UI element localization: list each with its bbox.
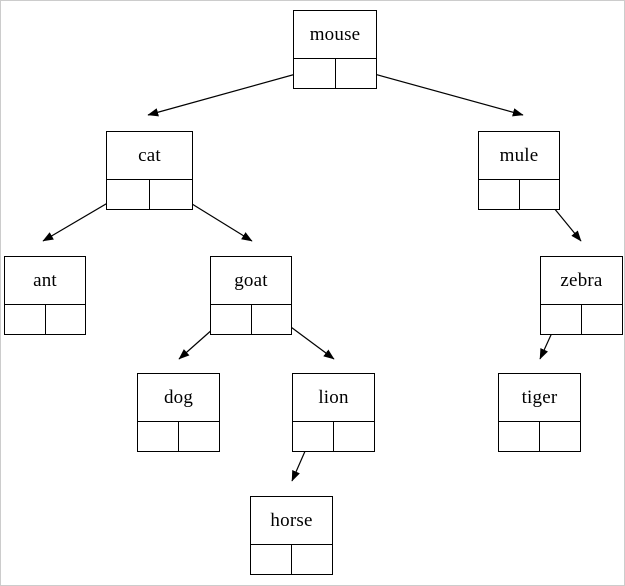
node-pointers-ant [5,305,85,334]
node-pointers-cat [107,180,192,209]
node-pointers-mule [479,180,559,209]
node-pointers-zebra [541,305,622,334]
node-label-mouse: mouse [294,11,376,59]
node-pointers-tiger [499,422,580,451]
left-pointer-cell-horse[interactable] [251,545,292,574]
left-pointer-cell-goat[interactable] [211,305,252,334]
left-pointer-cell-zebra[interactable] [541,305,582,334]
node-pointers-goat [211,305,291,334]
node-label-tiger: tiger [499,374,580,422]
left-pointer-cell-mule[interactable] [479,180,520,209]
edge-mouse-to-mule [355,68,524,117]
right-pointer-cell-mule[interactable] [520,180,560,209]
right-pointer-cell-lion[interactable] [334,422,374,451]
tree-node-lion[interactable]: lion [292,373,375,452]
left-pointer-cell-cat[interactable] [107,180,150,209]
node-pointers-lion [293,422,374,451]
tree-node-mule[interactable]: mule [478,131,560,210]
tree-node-goat[interactable]: goat [210,256,292,335]
node-label-goat: goat [211,257,291,305]
right-pointer-cell-ant[interactable] [46,305,86,334]
tree-node-tiger[interactable]: tiger [498,373,581,452]
node-label-lion: lion [293,374,374,422]
node-label-ant: ant [5,257,85,305]
node-pointers-horse [251,545,332,574]
left-pointer-cell-ant[interactable] [5,305,46,334]
tree-node-ant[interactable]: ant [4,256,86,335]
node-pointers-dog [138,422,219,451]
tree-node-horse[interactable]: horse [250,496,333,575]
tree-node-mouse[interactable]: mouse [293,10,377,89]
right-pointer-cell-horse[interactable] [292,545,332,574]
right-pointer-cell-mouse[interactable] [336,59,377,88]
tree-node-zebra[interactable]: zebra [540,256,623,335]
left-pointer-cell-dog[interactable] [138,422,179,451]
left-pointer-cell-lion[interactable] [293,422,334,451]
right-pointer-cell-dog[interactable] [179,422,219,451]
right-pointer-cell-cat[interactable] [150,180,192,209]
right-pointer-cell-zebra[interactable] [582,305,622,334]
right-pointer-cell-tiger[interactable] [540,422,580,451]
node-label-cat: cat [107,132,192,180]
node-label-mule: mule [479,132,559,180]
edge-mouse-to-cat [147,68,315,117]
left-pointer-cell-mouse[interactable] [294,59,336,88]
tree-node-cat[interactable]: cat [106,131,193,210]
node-pointers-mouse [294,59,376,88]
right-pointer-cell-goat[interactable] [252,305,292,334]
node-label-horse: horse [251,497,332,545]
node-label-dog: dog [138,374,219,422]
left-pointer-cell-tiger[interactable] [499,422,540,451]
tree-node-dog[interactable]: dog [137,373,220,452]
node-label-zebra: zebra [541,257,622,305]
